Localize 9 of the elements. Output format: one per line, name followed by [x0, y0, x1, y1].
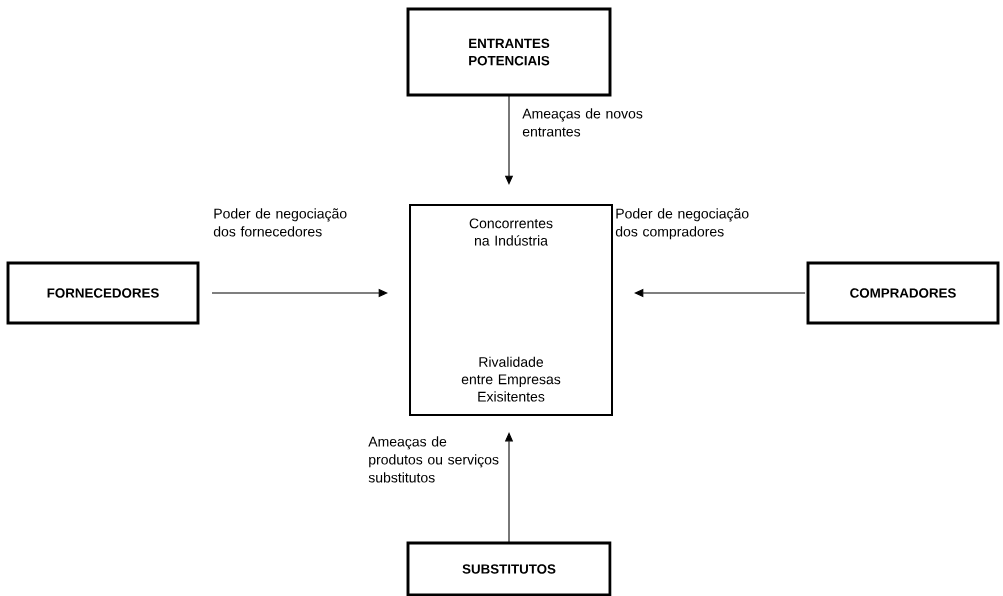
edge-label: Ameaças de produtos ou serviços substitutos [368, 436, 499, 483]
force-box: FORNECEDORES [6, 261, 200, 325]
edge-label: Poder de negociação dos fornecedores [213, 208, 347, 237]
edge-label: Ameaças de novos entrantes [522, 108, 643, 137]
force-box: COMPRADORES [806, 261, 1000, 325]
force-box: ENTRANTES POTENCIAIS [406, 7, 612, 97]
edge-label: Poder de negociação dos compradores [615, 208, 749, 240]
force-box: SUBSTITUTOS [406, 541, 612, 596]
competitors-box: Concorrentes na Indústria Rivalidade entre Empresas Exisitentes [409, 204, 613, 416]
